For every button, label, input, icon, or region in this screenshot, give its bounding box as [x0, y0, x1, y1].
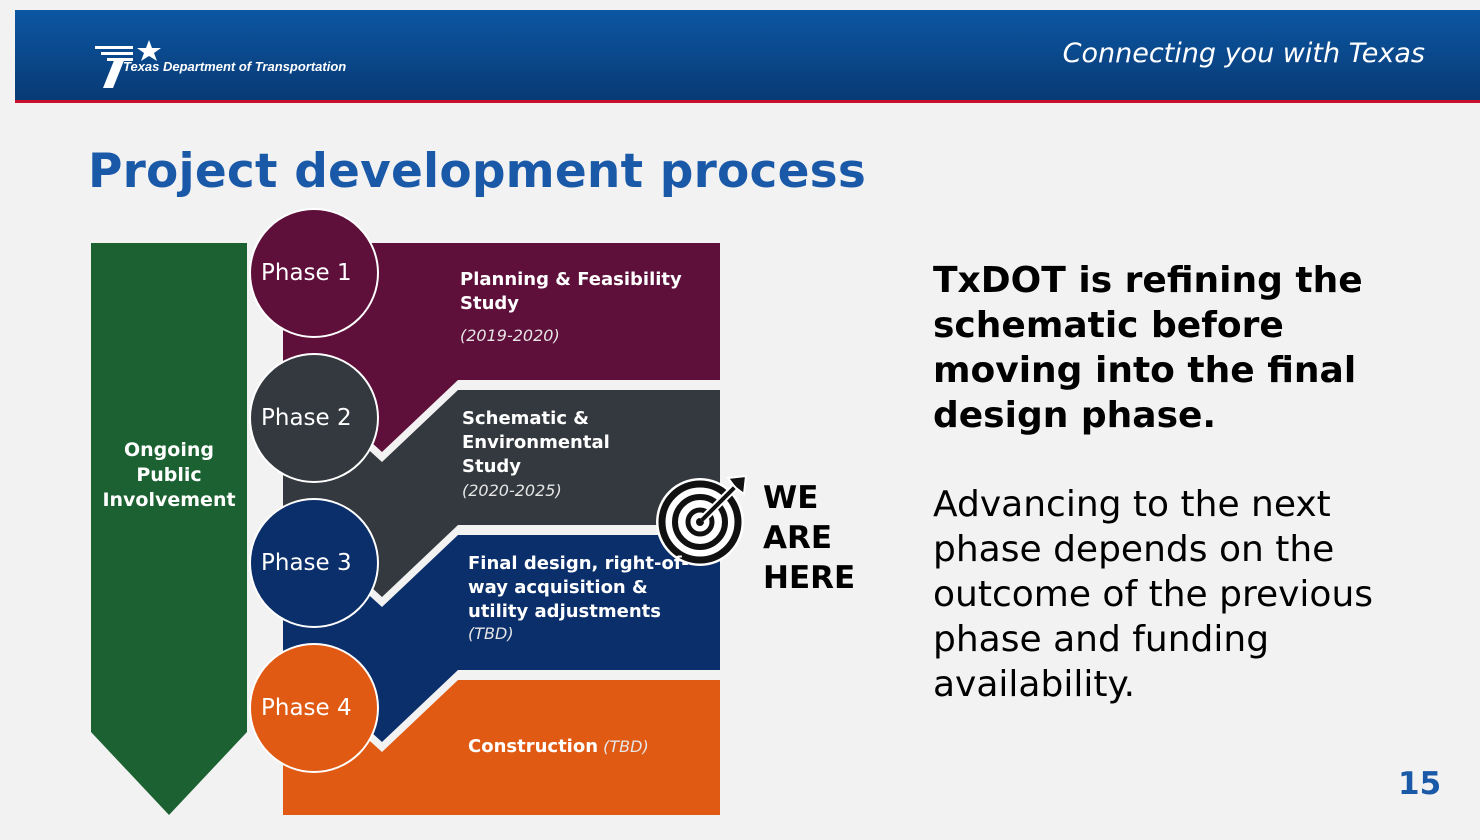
phase-3-circle	[249, 498, 379, 628]
phase-1-label: Phase 1	[261, 260, 352, 286]
agency-name: Texas Department of Transportation	[123, 59, 347, 74]
summary-body: Advancing to the next phase depends on t…	[933, 484, 1374, 705]
phase-2-date: (2020-2025)	[462, 481, 562, 500]
phase-1-title: Planning & Feasibility Study	[460, 269, 682, 314]
phase-3-text: Final design, right-of-way acquisition &…	[468, 552, 708, 643]
phase-3-date: (TBD)	[468, 624, 514, 643]
phase-3-title: Final design, right-of-way acquisition &…	[468, 553, 689, 622]
txdot-logo	[95, 40, 161, 88]
phase-1-circle	[249, 208, 379, 338]
phase-1-text: Planning & Feasibility Study (2019-2020)	[460, 268, 690, 345]
phase-2-text: Schematic & Environmental Study (2020-20…	[462, 407, 662, 500]
ongoing-arrow	[91, 243, 247, 815]
ongoing-label: Ongoing Public Involvement	[102, 439, 236, 511]
summary-headline: TxDOT is refining the schematic before m…	[933, 260, 1363, 436]
page-title: Project development process	[88, 144, 867, 199]
phase-4-circle	[249, 643, 379, 773]
header-bar: Texas Department of Transportation Conne…	[15, 10, 1480, 103]
phase-4-label: Phase 4	[261, 695, 352, 721]
phase-2-box	[283, 372, 720, 597]
phase-2-circle	[249, 353, 379, 483]
target-icon	[656, 474, 748, 566]
phase-2-label: Phase 2	[261, 405, 352, 431]
phase-1-date: (2019-2020)	[460, 326, 560, 345]
phase-3-box	[283, 517, 720, 742]
we-are-here-label: WE ARE HERE	[763, 480, 856, 596]
tagline: Connecting you with Texas	[1062, 38, 1425, 69]
page-number: 15	[1398, 766, 1442, 802]
star-icon	[137, 40, 161, 61]
phase-3-label: Phase 3	[261, 550, 352, 576]
phase-4-text: Construction (TBD)	[468, 735, 708, 759]
phase-4-box	[283, 662, 720, 815]
phase-4-title: Construction	[468, 736, 599, 757]
phase-4-date: (TBD)	[603, 737, 649, 756]
phase-1-box	[283, 243, 720, 452]
phase-2-title: Schematic & Environmental Study	[462, 408, 610, 477]
